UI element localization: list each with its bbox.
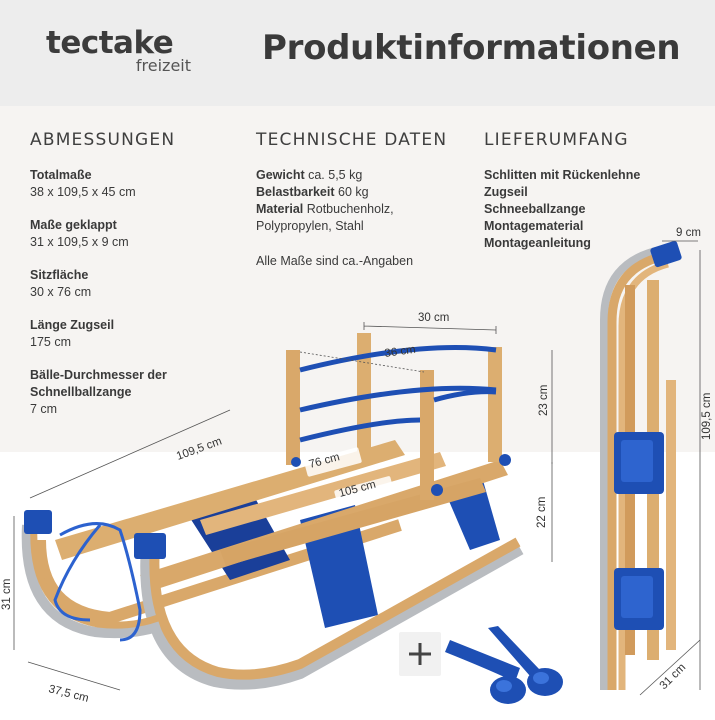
spec-label: Sitzfläche [30, 268, 89, 282]
scope-item: Montageanleitung [484, 236, 591, 250]
plus-icon [409, 643, 431, 665]
dim-back-width: 30 cm [418, 312, 449, 324]
page-title: Produktinformationen [262, 28, 681, 68]
brand-subline: freizeit [135, 56, 191, 75]
spec-value: 31 x 109,5 x 9 cm [30, 235, 129, 249]
tech-label: Belastbarkeit [256, 185, 335, 199]
dim-front-height: 31 cm [1, 579, 13, 610]
spec-value: 175 cm [30, 335, 71, 349]
spec-label: Bälle-Durchmesser der Schnellballzange [30, 368, 167, 399]
spec-rope: Länge Zugseil 175 cm [30, 317, 240, 351]
spec-label: Maße geklappt [30, 218, 117, 232]
dim-folded-height: 31 cm [658, 661, 689, 692]
dim-folded-length: 109,5 cm [701, 393, 713, 440]
tech-value: 60 kg [334, 185, 369, 199]
dim-width: 37,5 cm [47, 683, 90, 705]
tech-label: Gewicht [256, 168, 305, 182]
dim-back-height: 23 cm [538, 385, 550, 416]
scope-item: Schlitten mit Rückenlehne [484, 168, 641, 182]
brand-name: tectake [46, 25, 174, 61]
snowball-tongs-illustration [399, 626, 563, 704]
technical-heading: TECHNISCHE DATEN [256, 130, 448, 150]
scope-item: Zugseil [484, 185, 528, 199]
scope-item: Montagematerial [484, 219, 584, 233]
dimensions-heading: ABMESSUNGEN [30, 130, 176, 150]
sled-illustration [21, 333, 524, 690]
spec-ball: Bälle-Durchmesser der Schnellballzange 7… [30, 367, 240, 418]
brand-logo: tectake freizeit [46, 24, 191, 74]
tech-weight: Gewicht ca. 5,5 kg [256, 167, 471, 184]
header-bar: tectake freizeit Produktinformationen [0, 0, 715, 106]
spec-folded: Maße geklappt 31 x 109,5 x 9 cm [30, 217, 240, 251]
dim-seat-height: 22 cm [536, 497, 548, 528]
spec-value: 38 x 109,5 x 45 cm [30, 185, 136, 199]
dim-total-length: 109,5 cm [175, 435, 224, 462]
tech-label: Material [256, 202, 304, 216]
tech-note: Alle Maße sind ca.-Angaben [256, 254, 414, 268]
tech-load: Belastbarkeit 60 kg [256, 184, 471, 201]
dimensions-column: ABMESSUNGEN Totalmaße 38 x 109,5 x 45 cm… [30, 132, 240, 434]
dimension-lines [13, 240, 701, 696]
dim-back-depth: 36 cm [384, 344, 417, 360]
spec-label: Totalmaße [30, 168, 92, 182]
spec-total: Totalmaße 38 x 109,5 x 45 cm [30, 167, 240, 201]
tech-material: Material Rotbuchenholz, Polypropylen, St… [256, 201, 471, 235]
spec-value: 30 x 76 cm [30, 285, 92, 299]
scope-heading: LIEFERUMFANG [484, 130, 629, 150]
scope-item: Schneeballzange [484, 202, 586, 216]
tech-value: Rotbuchenholz, Polypropylen, Stahl [256, 202, 394, 233]
technical-column: TECHNISCHE DATEN Gewicht ca. 5,5 kg Bela… [256, 132, 471, 270]
spec-label: Länge Zugseil [30, 318, 115, 332]
spec-seat: Sitzfläche 30 x 76 cm [30, 267, 240, 301]
dim-folded-depth: 9 cm [676, 227, 701, 239]
folded-sled-illustration [600, 240, 682, 690]
scope-column: LIEFERUMFANG Schlitten mit Rückenlehne Z… [484, 132, 694, 252]
spec-value: 7 cm [30, 402, 58, 416]
tech-value: ca. 5,5 kg [304, 168, 363, 182]
